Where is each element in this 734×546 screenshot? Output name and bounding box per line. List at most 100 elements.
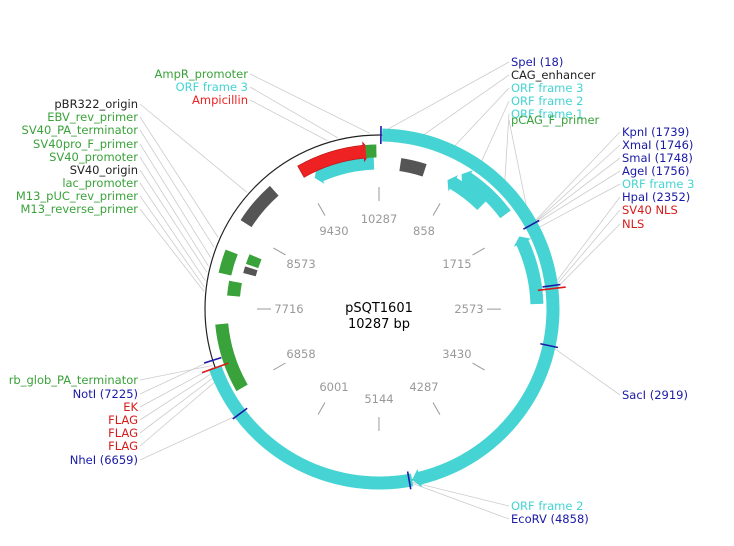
feature-label[interactable]: XmaI (1746) <box>622 138 693 152</box>
tick-label: 10287 <box>361 212 398 226</box>
leader-line <box>532 144 621 225</box>
leader-line <box>249 73 370 134</box>
leader-line <box>451 87 510 150</box>
tick-label: 7716 <box>274 302 303 316</box>
orf-feature-arc[interactable] <box>461 170 511 219</box>
feature-label[interactable]: SacI (2919) <box>622 388 688 402</box>
leader-line <box>532 157 621 225</box>
feature-label[interactable]: EK <box>123 400 138 414</box>
feature-label[interactable]: SpeI (18) <box>511 55 563 69</box>
orf-feature-arc[interactable] <box>513 236 544 305</box>
leader-line <box>419 74 510 139</box>
feature-label[interactable]: FLAG <box>108 426 138 440</box>
leader-line <box>139 182 206 281</box>
misc-feature-arc[interactable] <box>243 266 258 277</box>
feature-label[interactable]: EcoRV (4858) <box>511 512 589 526</box>
leader-line <box>139 365 213 381</box>
feature-label[interactable]: FLAG <box>108 413 138 427</box>
feature-label[interactable]: HpaI (2352) <box>622 190 690 204</box>
feature-label[interactable]: AgeI (1756) <box>622 164 690 178</box>
leader-line <box>139 371 215 421</box>
feature-label[interactable]: ORF frame 3 <box>176 80 248 94</box>
leader-line <box>139 169 208 273</box>
orf-feature-arc[interactable] <box>209 365 414 490</box>
leader-line <box>504 113 510 186</box>
feature-label[interactable]: NheI (6659) <box>70 453 138 467</box>
leader-lines <box>139 61 621 520</box>
feature-label[interactable]: Ampicillin <box>192 93 248 107</box>
tick-label: 3430 <box>442 347 471 361</box>
promoter-feature-arc[interactable] <box>218 249 238 276</box>
leader-line <box>139 143 211 258</box>
leader-line <box>139 375 217 434</box>
tick-label: 6858 <box>286 347 315 361</box>
leader-line <box>535 183 621 230</box>
feature-label[interactable]: ORF frame 3 <box>622 177 694 191</box>
site-mark <box>523 219 540 230</box>
site-marks <box>201 126 566 490</box>
tick-mark <box>472 362 485 371</box>
feature-label[interactable]: AmpR_promoter <box>155 67 249 81</box>
leader-line <box>553 223 621 291</box>
leader-line <box>249 86 338 139</box>
promoter-feature-arc[interactable] <box>365 144 377 159</box>
tick-label: 5144 <box>364 392 393 406</box>
leader-line <box>380 61 510 134</box>
promoter-feature-arc[interactable] <box>215 323 248 392</box>
feature-label[interactable]: SV40_promoter <box>49 150 138 164</box>
orf-feature-arc[interactable] <box>447 175 487 211</box>
feature-label[interactable]: ORF frame 3 <box>511 81 583 95</box>
feature-label[interactable]: rb_glob_PA_terminator <box>9 373 139 387</box>
feature-label[interactable]: ORF frame 2 <box>511 94 583 108</box>
leader-line <box>508 119 529 217</box>
feature-label[interactable]: FLAG <box>108 439 138 453</box>
feature-arcs <box>209 128 560 490</box>
feature-label[interactable]: EBV_rev_primer <box>47 110 138 124</box>
feature-label[interactable]: pCAG_F_primer <box>511 113 600 127</box>
site-mark <box>232 407 248 420</box>
feature-label[interactable]: NotI (7225) <box>73 387 138 401</box>
tag-mark <box>537 286 566 292</box>
promoter-feature-arc[interactable] <box>245 254 262 269</box>
tick-label: 4287 <box>409 380 438 394</box>
feature-label[interactable]: M13_reverse_primer <box>20 202 138 216</box>
feature-label[interactable]: SmaI (1748) <box>622 151 693 165</box>
orf-feature-arc[interactable] <box>314 156 375 184</box>
feature-label[interactable]: NLS <box>622 217 644 231</box>
leader-line <box>479 100 510 165</box>
leader-line <box>409 481 510 520</box>
leader-line <box>139 208 205 292</box>
leader-line <box>139 103 248 193</box>
tag-mark <box>201 362 229 374</box>
site-mark <box>203 356 222 364</box>
tick-label: 858 <box>413 224 435 238</box>
feature-label[interactable]: CAG_enhancer <box>511 68 596 82</box>
leader-line <box>533 170 621 226</box>
tick-label: 1715 <box>442 257 471 271</box>
leader-line <box>411 481 510 507</box>
feature-label[interactable]: ORF frame 2 <box>511 499 583 513</box>
feature-label[interactable]: SV40_origin <box>70 163 138 177</box>
leader-line <box>139 195 205 288</box>
feature-label[interactable]: ORF frame 1 <box>511 107 583 121</box>
tick-mark <box>273 247 286 256</box>
tick-mark <box>317 203 326 216</box>
feature-label[interactable]: SV40 NLS <box>622 203 678 217</box>
tick-mark <box>472 247 485 256</box>
leader-line <box>139 116 219 238</box>
feature-label[interactable]: M13_pUC_rev_primer <box>16 189 138 203</box>
leader-line <box>139 379 219 447</box>
site-mark <box>542 283 561 288</box>
feature-label[interactable]: SV40_PA_terminator <box>22 123 139 137</box>
feature-label[interactable]: KpnI (1739) <box>622 125 689 139</box>
tick-mark <box>317 402 326 415</box>
position-ticks: 1028785817152573343042875144600168587716… <box>256 187 502 432</box>
feature-label[interactable]: pBR322_origin <box>54 97 138 111</box>
feature-label[interactable]: lac_promoter <box>62 176 138 190</box>
misc-feature-arc[interactable] <box>240 185 279 228</box>
misc-feature-arc[interactable] <box>399 158 427 177</box>
feature-label[interactable]: SV40pro_F_primer <box>33 137 138 151</box>
promoter-feature-arc[interactable] <box>227 280 242 297</box>
